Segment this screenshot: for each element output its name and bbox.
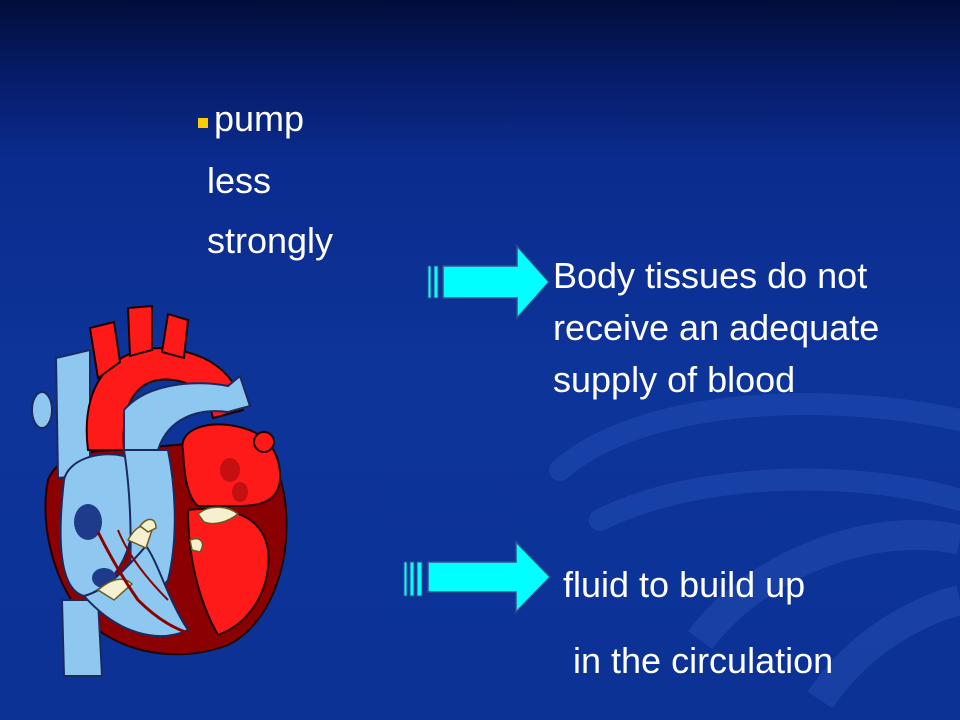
effect-text-line: receive an adequate <box>553 307 880 348</box>
bullet-square-icon <box>198 118 208 128</box>
bullet-text-line: less <box>207 160 272 201</box>
effect-text-line: fluid to build up <box>563 564 806 605</box>
bullet-text-line: pump <box>214 98 305 139</box>
bullet-text-line: strongly <box>207 220 334 261</box>
arrow-right-icon <box>427 244 551 320</box>
arrow-right-icon <box>403 540 552 614</box>
effect-text-line: Body tissues do not <box>553 255 868 296</box>
effect-text-line: in the circulation <box>573 640 834 681</box>
heart-diagram-icon <box>31 304 288 677</box>
effect-text-line: supply of blood <box>553 359 796 400</box>
effect-text-1: Body tissues do not receive an adequate … <box>553 250 879 406</box>
